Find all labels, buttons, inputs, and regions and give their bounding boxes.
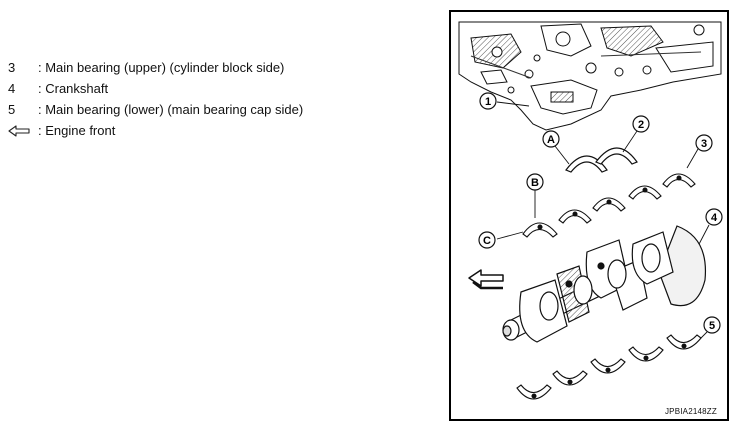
legend-number: 5 (8, 102, 16, 117)
callout-3: 3 (695, 134, 713, 152)
cylinder-block (458, 21, 722, 131)
legend-text: : Crankshaft (38, 81, 109, 96)
upper-main-bearing-row (522, 173, 696, 238)
svg-text:3: 3 (701, 138, 707, 150)
thrust-bearing-2 (595, 147, 638, 165)
svg-text:5: 5 (709, 320, 715, 332)
engine-front-arrow-icon (468, 269, 504, 290)
svg-text:B: B (531, 177, 539, 189)
legend-number: 3 (8, 60, 16, 75)
callout-5: 5 (703, 316, 721, 334)
svg-text:2: 2 (638, 119, 644, 131)
thrust-bearing-a (565, 155, 608, 173)
lower-main-bearing (552, 370, 588, 386)
lower-main-bearing (516, 384, 552, 400)
hollow-left-arrow-icon (8, 125, 30, 137)
legend-text: : Engine front (38, 123, 116, 138)
lower-main-bearing (666, 334, 702, 350)
legend-text: : Main bearing (lower) (main bearing cap… (38, 102, 304, 117)
crankshaft (502, 225, 707, 343)
upper-main-bearing (662, 173, 696, 188)
legend-text: : Main bearing (upper) (cylinder block s… (38, 60, 285, 75)
lower-main-bearing-row (516, 334, 702, 400)
callout-a: A (542, 130, 560, 148)
svg-text:1: 1 (485, 96, 491, 108)
upper-main-bearing (592, 197, 626, 212)
callout-4: 4 (705, 208, 723, 226)
upper-main-bearing (628, 185, 662, 200)
svg-text:4: 4 (711, 212, 718, 224)
lower-main-bearing (590, 358, 626, 374)
svg-text:C: C (483, 235, 491, 247)
callout-b: B (526, 173, 544, 191)
lower-main-bearing (628, 346, 664, 362)
diagram-figure: 1 A 2 3 B 4 C 5 JPBIA2148ZZ (449, 10, 729, 421)
crankshaft-exploded-view: 1 A 2 3 B 4 C 5 (458, 21, 723, 400)
callout-2: 2 (632, 115, 650, 133)
callout-1: 1 (479, 92, 497, 110)
upper-main-bearing (522, 222, 558, 238)
legend-number: 4 (8, 81, 16, 96)
figure-code: JPBIA2148ZZ (664, 407, 717, 416)
svg-text:A: A (547, 134, 555, 146)
upper-main-bearing (558, 209, 592, 224)
callout-c: C (478, 231, 496, 249)
